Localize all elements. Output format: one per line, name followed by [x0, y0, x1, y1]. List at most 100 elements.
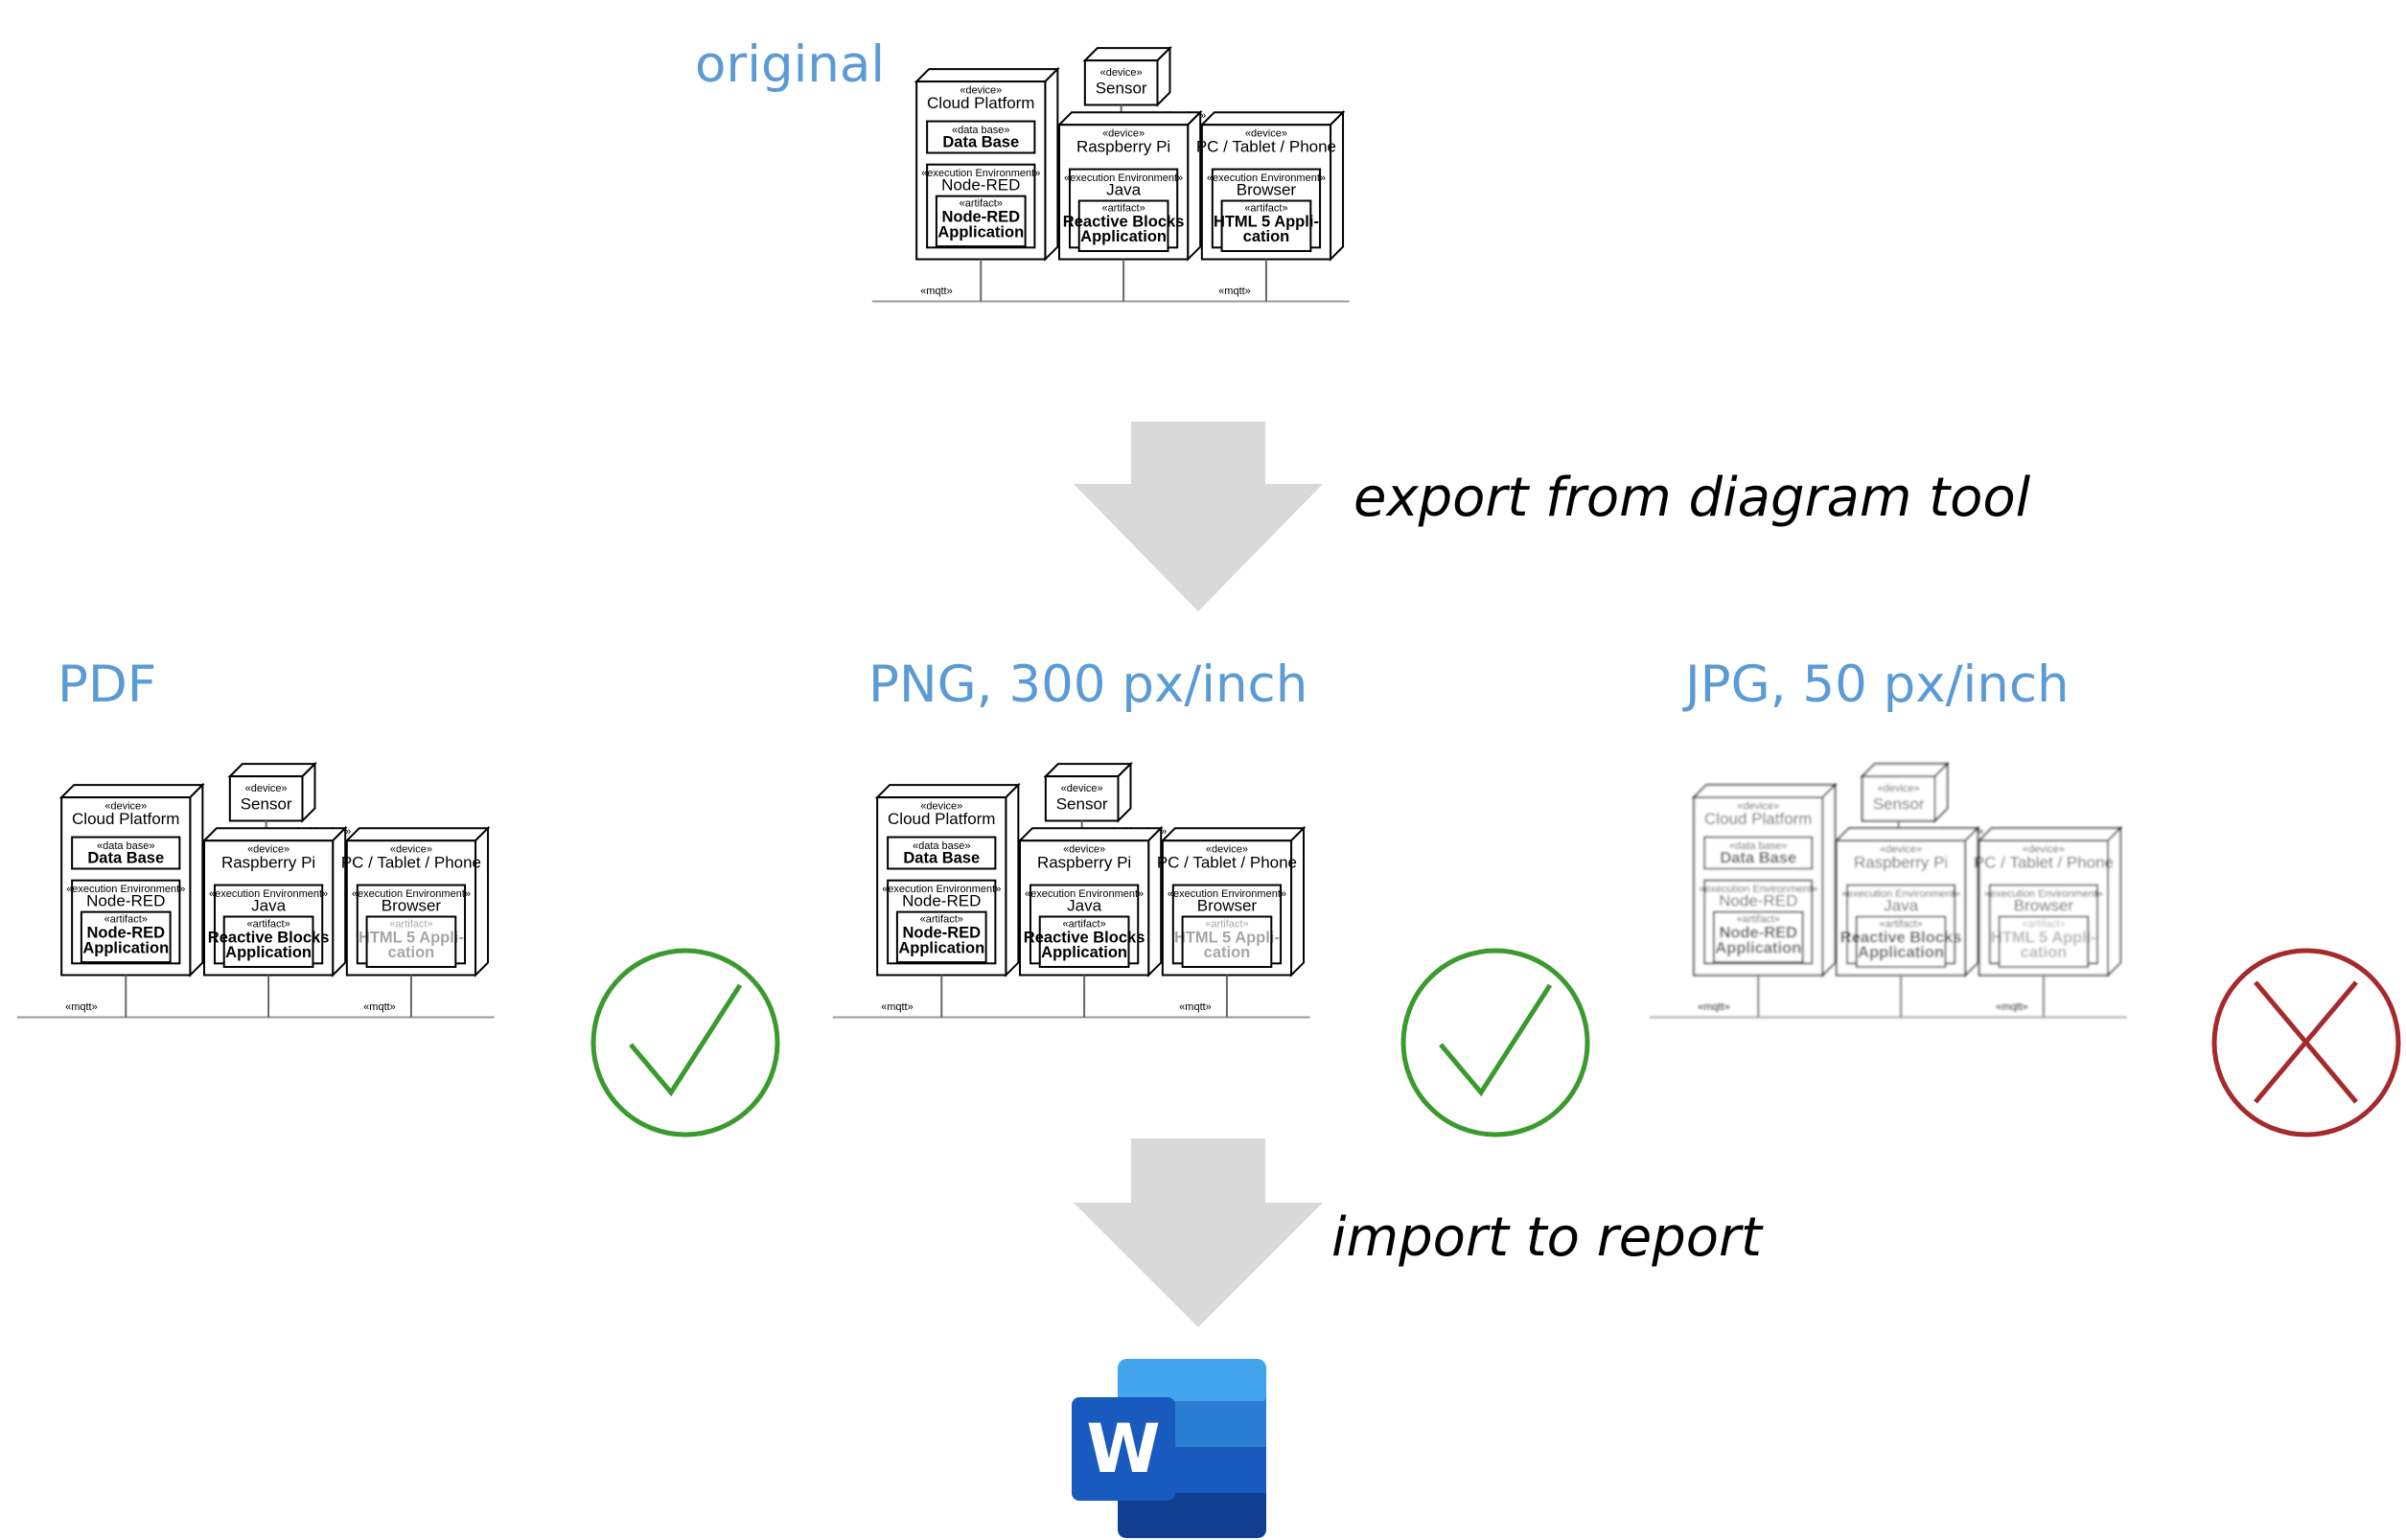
artifact-box: [1038, 915, 1130, 968]
artifact-box: [365, 915, 457, 968]
pi-name: Raspberry Pi: [1076, 137, 1170, 155]
database-name: Data Base: [942, 133, 1019, 150]
diagram-pdf: «device»Sensor«gpio / i2c / ...»«device»…: [16, 761, 495, 1019]
artifact-text-group: «artifact»HTML 5 Appli-cation: [1174, 919, 1280, 962]
artifact-box: [1077, 199, 1169, 252]
pc-name: PC / Tablet / Phone: [1974, 853, 2114, 871]
artifact-name-line1: Reactive Blocks: [1840, 929, 1962, 946]
artifact-name-line1: Node-RED: [941, 208, 1020, 225]
diagram-original: «device»Sensor«gpio / i2c / ...»«device»…: [871, 45, 1350, 303]
env-stereotype: «execution Environment»: [921, 168, 1040, 179]
cloud-stereotype: «device»: [920, 800, 962, 812]
mqtt-label-left: «mqtt»: [920, 286, 953, 297]
env-stereotype: «execution Environment»: [1841, 888, 1960, 900]
pi-name: Raspberry Pi: [221, 853, 315, 871]
pc-name: PC / Tablet / Phone: [341, 853, 481, 871]
cloud-stereotype: «device»: [1737, 800, 1779, 812]
artifact-stereotype: «artifact»: [920, 914, 963, 926]
word-icon-letter: W: [1086, 1410, 1160, 1488]
sensor-name: Sensor: [1056, 794, 1108, 813]
artifact-box: [1855, 915, 1947, 968]
artifact-box: [895, 910, 987, 964]
env-name: Browser: [1237, 180, 1297, 198]
pi-stereotype: «device»: [247, 843, 289, 855]
env-name: Node-RED: [1719, 892, 1797, 910]
arrow-down-icon: [1074, 1138, 1323, 1327]
diagram-png: «device»Sensor«gpio / i2c / ...»«device»…: [832, 761, 1310, 1019]
artifact-name-line1: Node-RED: [86, 924, 165, 941]
sensor-stereotype: «device»: [1878, 783, 1920, 794]
artifact-box: [80, 910, 172, 964]
artifact-name-line1: HTML 5 Appli-: [1991, 929, 2096, 946]
sensor-stereotype: «device»: [1100, 67, 1143, 79]
artifact-box: [1712, 910, 1804, 964]
database-name: Data Base: [87, 849, 164, 866]
env-stereotype: «execution Environment»: [1207, 172, 1326, 184]
mqtt-label-left: «mqtt»: [881, 1001, 914, 1013]
env-name: Browser: [2014, 896, 2074, 914]
diagram-jpg: «device»Sensor«gpio / i2c / ...»«device»…: [1649, 761, 2127, 1019]
artifact-stereotype: «artifact»: [246, 919, 289, 931]
artifact-name-line2: Application: [898, 939, 984, 956]
artifact-name-line1: Reactive Blocks: [208, 929, 330, 946]
pc-stereotype: «device»: [1245, 127, 1287, 139]
artifact-name-line1: HTML 5 Appli-: [1214, 213, 1319, 230]
sensor-node: [1861, 775, 1936, 822]
title-jpg: JPG, 50 px/inch: [1682, 655, 2070, 714]
pi-stereotype: «device»: [1102, 127, 1145, 139]
database-stereotype: «data base»: [1729, 840, 1788, 852]
env-stereotype: «execution Environment»: [209, 888, 328, 900]
artifact-name-line1: HTML 5 Appli-: [1174, 929, 1280, 946]
artifact-name-line1: Node-RED: [1719, 924, 1797, 941]
artifact-stereotype: «artifact»: [960, 198, 1003, 210]
arrow-down-icon: [1074, 422, 1323, 611]
sensor-stereotype: «device»: [1061, 783, 1103, 794]
env-stereotype: «execution Environment»: [66, 884, 185, 895]
pi-name: Raspberry Pi: [1037, 853, 1131, 871]
env-name: Java: [1067, 896, 1101, 914]
artifact-stereotype: «artifact»: [1879, 919, 1922, 931]
title-png: PNG, 300 px/inch: [868, 655, 1307, 714]
check-icon: [1400, 948, 1590, 1138]
pc-name: PC / Tablet / Phone: [1196, 137, 1336, 155]
env-name: Node-RED: [86, 892, 165, 910]
artifact-stereotype: «artifact»: [1205, 919, 1248, 931]
mqtt-label-left: «mqtt»: [65, 1001, 98, 1013]
artifact-name-line2: cation: [1204, 944, 1251, 961]
artifact-text-group: «artifact»HTML 5 Appli-cation: [1214, 203, 1319, 246]
sensor-name: Sensor: [1096, 79, 1147, 97]
env-name: Java: [1884, 896, 1918, 914]
title-original: original: [695, 35, 885, 94]
artifact-stereotype: «artifact»: [2022, 919, 2065, 931]
env-stereotype: «execution Environment»: [1064, 172, 1183, 184]
artifact-text-group: «artifact»HTML 5 Appli-cation: [1991, 919, 2096, 962]
env-name: Browser: [1197, 896, 1258, 914]
mqtt-label-right: «mqtt»: [1996, 1001, 2028, 1013]
cloud-name: Cloud Platform: [927, 94, 1034, 112]
artifact-name-line2: cation: [2021, 944, 2068, 961]
pi-stereotype: «device»: [1063, 843, 1105, 855]
sensor-node: [228, 775, 304, 822]
artifact-name-line2: Application: [1715, 939, 1801, 956]
artifact-name-line2: Application: [1858, 944, 1944, 961]
sensor-stereotype: «device»: [245, 783, 288, 794]
cloud-stereotype: «device»: [960, 84, 1002, 96]
artifact-name-line2: Application: [82, 939, 169, 956]
database-stereotype: «data base»: [97, 840, 155, 852]
env-name: Browser: [382, 896, 442, 914]
database-stereotype: «data base»: [913, 840, 971, 852]
artifact-stereotype: «artifact»: [1244, 203, 1287, 215]
mqtt-label-right: «mqtt»: [363, 1001, 396, 1013]
pc-stereotype: «device»: [1206, 843, 1248, 855]
artifact-name-line2: cation: [388, 944, 435, 961]
artifact-name-line2: Application: [937, 223, 1024, 241]
cloud-name: Cloud Platform: [1704, 810, 1812, 828]
artifact-name-line2: Application: [225, 944, 312, 961]
artifact-box: [1998, 915, 2090, 968]
artifact-name-line1: Reactive Blocks: [1063, 213, 1185, 230]
env-stereotype: «execution Environment»: [1984, 888, 2103, 900]
